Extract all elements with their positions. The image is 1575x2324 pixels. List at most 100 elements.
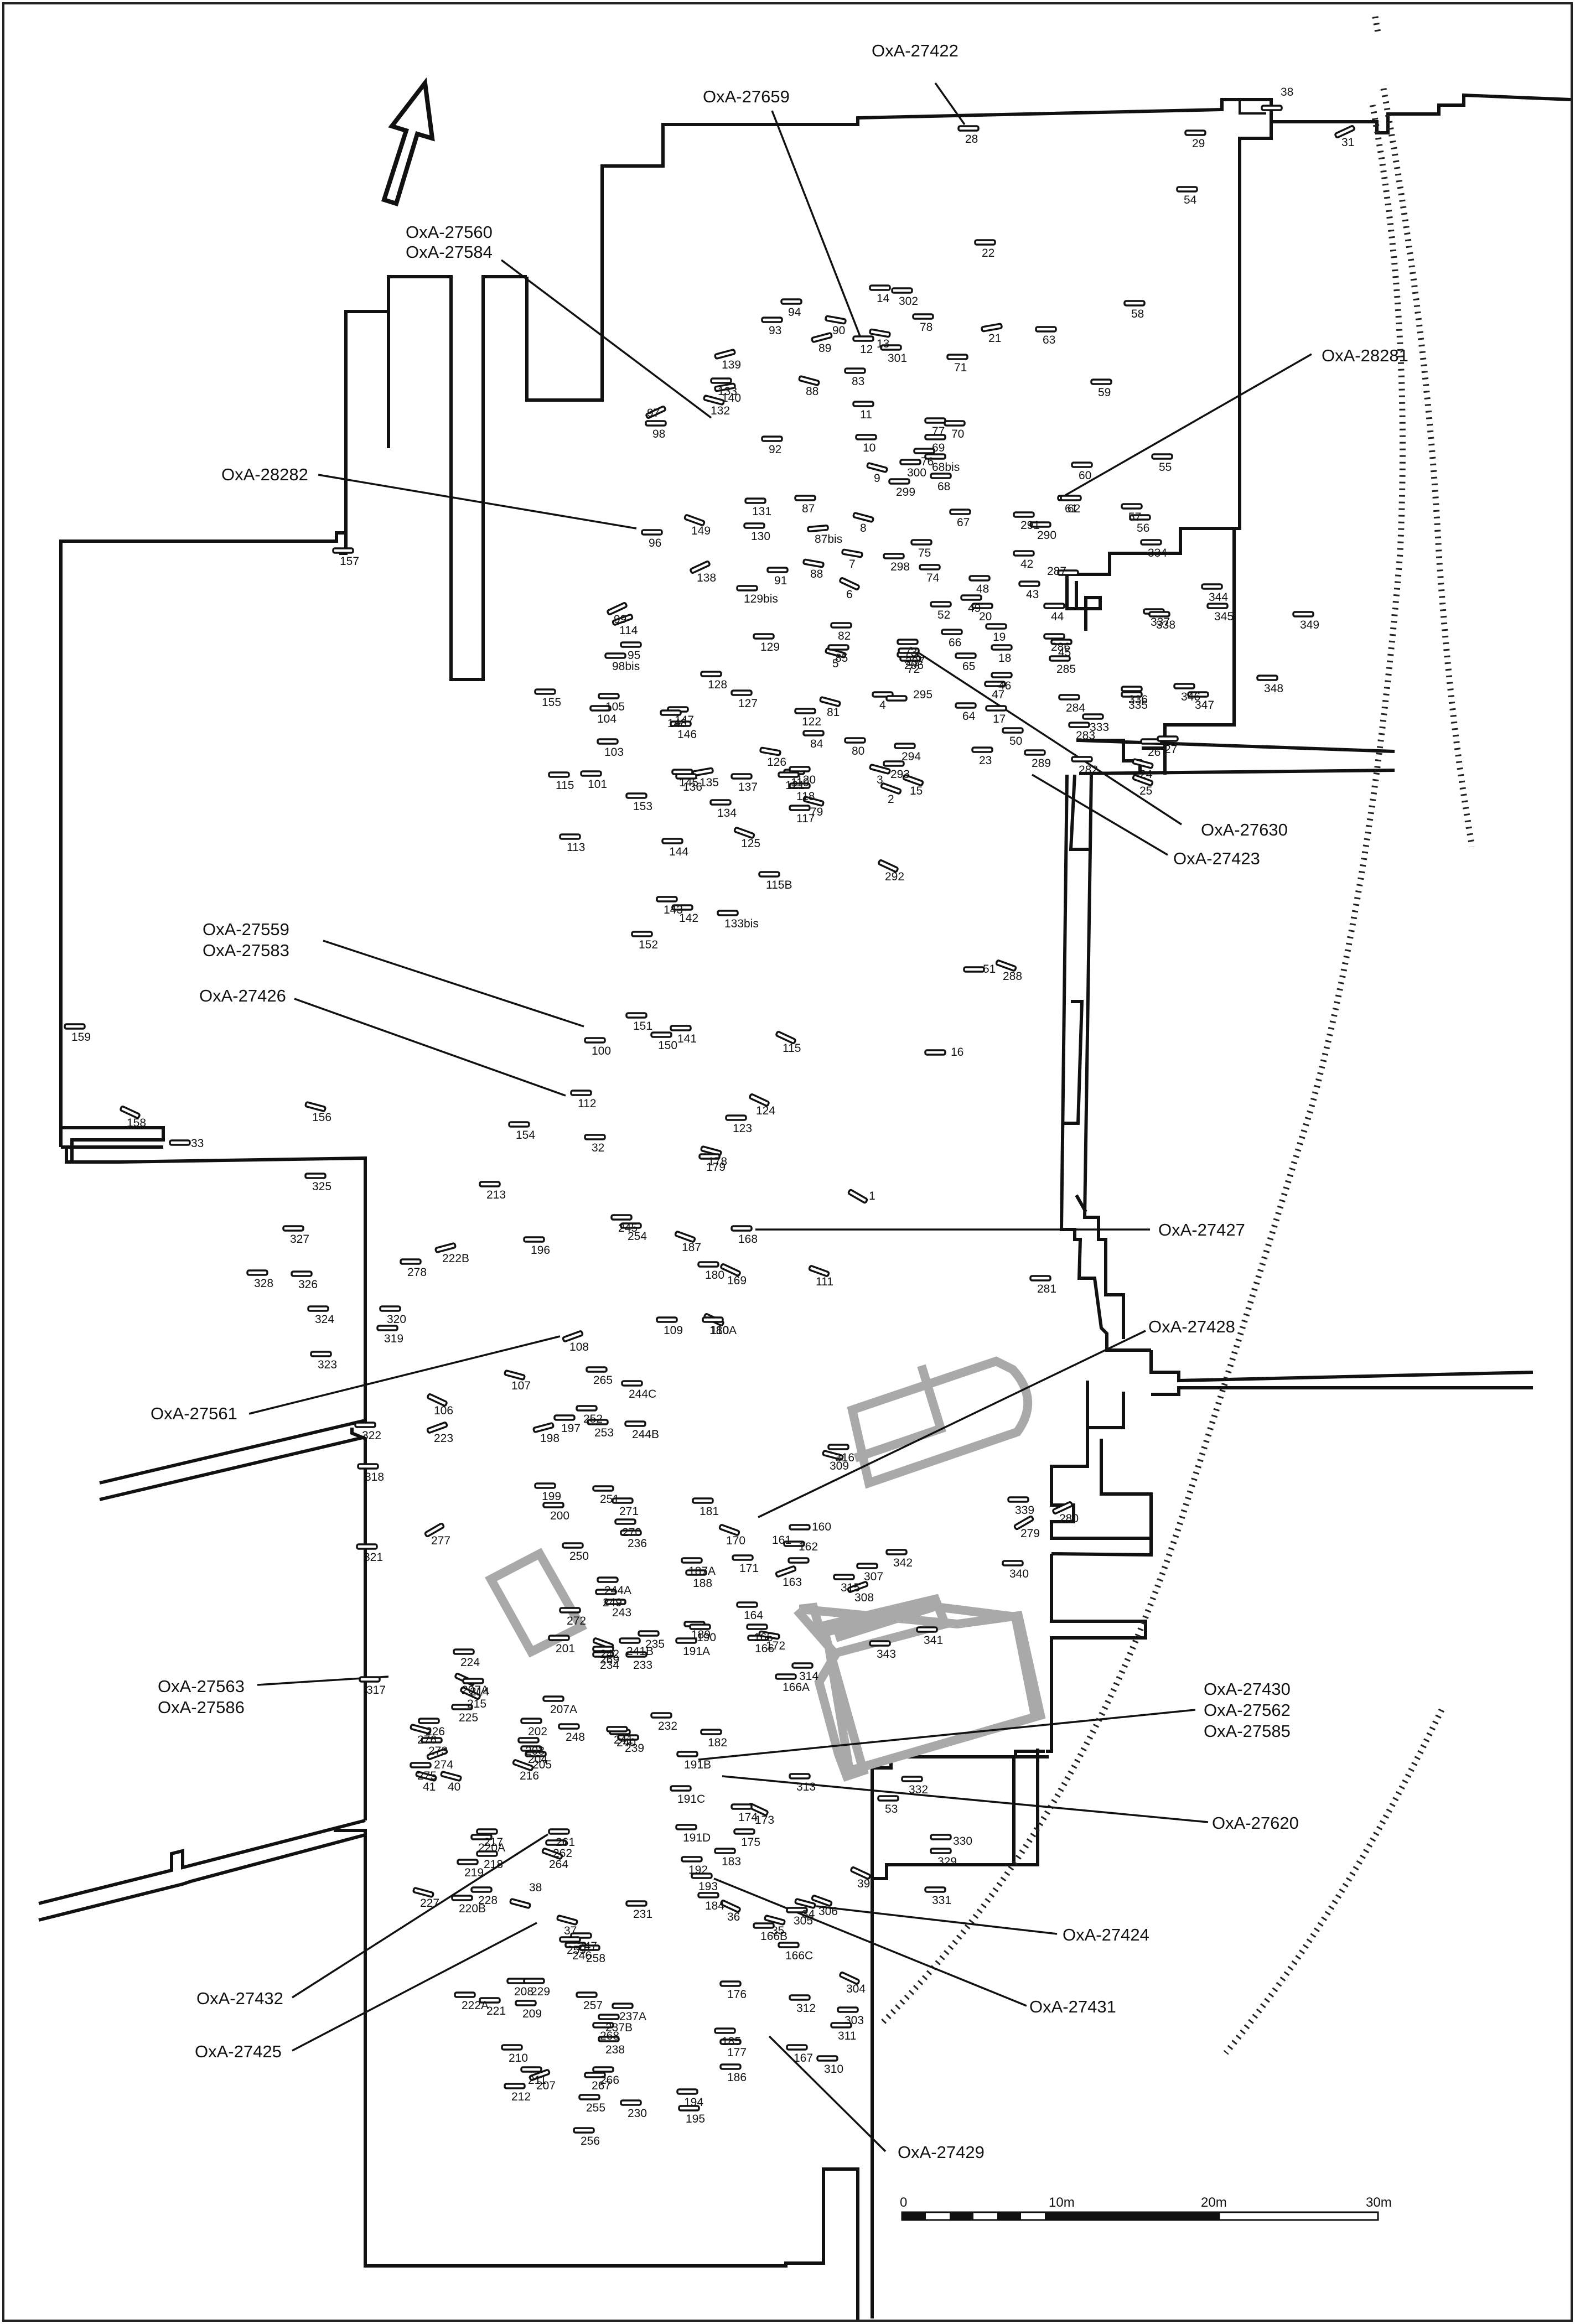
grave-number-182: 182: [708, 1736, 727, 1749]
grave-number-226: 226: [426, 1725, 445, 1738]
grave-number-344: 344: [1209, 591, 1228, 604]
grave-number-124: 124: [756, 1104, 775, 1117]
grave-29: [1184, 129, 1206, 136]
grave-number-133bis: 133bis: [724, 917, 759, 930]
grave-60: [1071, 461, 1093, 468]
grave-299: [888, 478, 910, 485]
grave-number-237B: 237B: [605, 2021, 633, 2034]
grave-number-236: 236: [628, 1537, 647, 1550]
grave-68bis: [924, 453, 946, 460]
grave-number-55: 55: [1159, 461, 1172, 474]
grave-146: [670, 720, 692, 727]
grave-155: [534, 688, 556, 695]
grave-303: [837, 2006, 859, 2013]
grave-251: [592, 1485, 614, 1492]
grave-number-136: 136: [683, 781, 702, 793]
grave-number-115: 115: [556, 779, 574, 792]
grave-133bis: [717, 910, 739, 916]
grave-number-192: 192: [688, 1864, 708, 1876]
grave-number-52: 52: [937, 609, 950, 621]
grave-number-45: 45: [1058, 646, 1071, 659]
grave-328: [246, 1269, 268, 1276]
grave-157: [332, 547, 354, 554]
grave-number-322: 322: [362, 1429, 381, 1442]
grave-number-43: 43: [1026, 588, 1039, 601]
grave-number-141: 141: [677, 1033, 697, 1045]
grave-309: [822, 1450, 844, 1461]
grave-161: [783, 1540, 805, 1547]
grave-number-22: 22: [982, 247, 994, 260]
grave-18: [991, 644, 1013, 651]
grave-number-228: 228: [478, 1894, 498, 1907]
grave-274: [426, 1748, 448, 1760]
grave-1: [847, 1189, 868, 1204]
grave-190: [689, 1623, 711, 1630]
grave-193: [691, 1872, 713, 1879]
grave-number-249: 249: [603, 1596, 622, 1609]
grave-166B: [753, 1922, 775, 1929]
grave-number-298: 298: [890, 561, 910, 573]
grave-35: [764, 1915, 786, 1926]
grave-number-316: 316: [835, 1451, 854, 1464]
grave-number-177: 177: [727, 2046, 747, 2059]
grave-5: [825, 647, 847, 658]
label-oxa-27586: OxA-27586: [158, 1698, 245, 1717]
grave-321: [356, 1543, 378, 1550]
grave-number-275: 275: [417, 1770, 437, 1782]
grave-196: [523, 1236, 545, 1243]
grave-number-68: 68: [937, 480, 950, 493]
grave-number-137: 137: [738, 781, 758, 793]
grave-number-227: 227: [420, 1897, 439, 1910]
grave-12: [852, 335, 874, 342]
grave-126: [759, 746, 781, 756]
grave-number-146: 146: [677, 728, 697, 741]
grave-237A: [612, 2003, 634, 2009]
grave-number-301: 301: [888, 352, 907, 365]
grave-47: [984, 681, 1006, 687]
grave-number-161: 161: [772, 1534, 791, 1547]
grave-number-15: 15: [910, 785, 923, 797]
grave-273: [421, 1737, 443, 1744]
grave-number-324: 324: [315, 1313, 334, 1326]
grave-200: [542, 1502, 564, 1508]
grave-330: [930, 1834, 952, 1840]
grave-number-309: 309: [830, 1460, 849, 1472]
grave-number-230: 230: [628, 2107, 647, 2120]
grave-number-166: 166: [755, 1642, 774, 1655]
grave-128: [700, 671, 722, 677]
grave-333: [1082, 713, 1104, 720]
grave-number-238: 238: [605, 2043, 625, 2056]
grave-53: [877, 1795, 899, 1802]
grave-170: [718, 1524, 740, 1536]
grave-169: [720, 1263, 741, 1277]
label-oxa-27431: OxA-27431: [1029, 1997, 1116, 2016]
grave-number-191B: 191B: [684, 1758, 711, 1771]
grave-122: [794, 708, 816, 714]
grave-310: [816, 2055, 838, 2062]
grave-262: [545, 1839, 567, 1846]
grave-number-23: 23: [979, 754, 992, 767]
grave-144: [661, 838, 683, 844]
grave-number-270: 270: [622, 1526, 641, 1539]
grave-167: [786, 2044, 808, 2051]
label-oxa-27585: OxA-27585: [1204, 1721, 1291, 1741]
grave-142: [671, 904, 693, 911]
grave-94: [780, 298, 802, 305]
grave-number-8: 8: [860, 522, 867, 535]
grave-73: [897, 639, 919, 645]
grave-340: [1002, 1560, 1024, 1566]
grave-295: [885, 695, 908, 702]
grave-number-345: 345: [1214, 610, 1234, 623]
grave-number-66: 66: [949, 636, 961, 649]
grave-number-183: 183: [722, 1855, 741, 1868]
grave-number-50: 50: [1009, 735, 1022, 748]
grave-17: [985, 705, 1007, 712]
grave-89: [811, 332, 833, 343]
grave-234: [592, 1651, 614, 1658]
grave-number-5: 5: [832, 657, 839, 670]
grave-number-331: 331: [932, 1894, 951, 1907]
grave-71: [946, 354, 968, 360]
grave-number-119: 119: [791, 776, 809, 789]
grave-233: [625, 1651, 647, 1658]
grave-257: [576, 1991, 598, 1998]
